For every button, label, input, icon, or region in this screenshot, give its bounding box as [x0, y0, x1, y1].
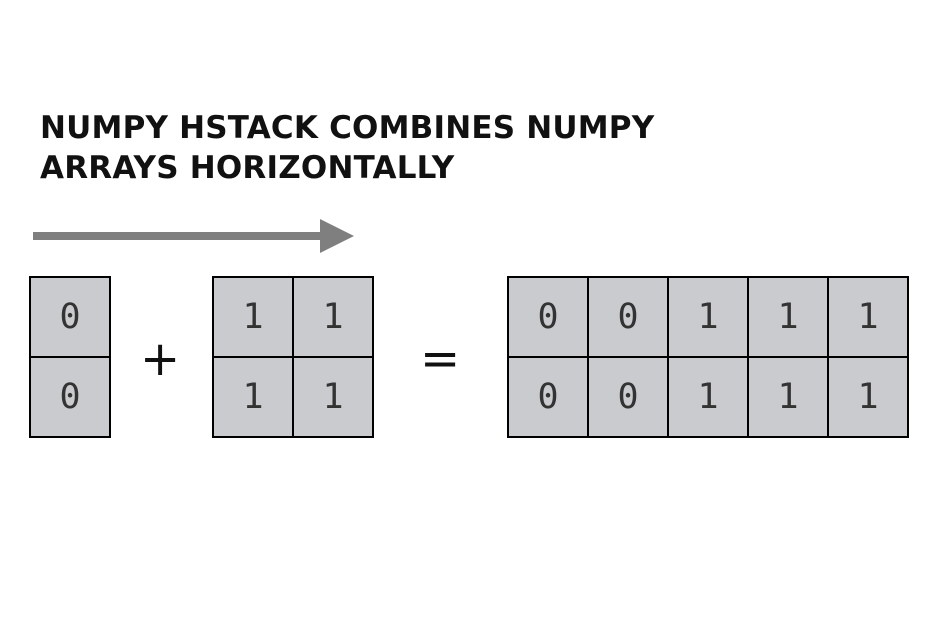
result-array-cell: 0	[509, 278, 587, 356]
title-line-1: NUMPY HSTACK COMBINES NUMPY	[40, 110, 655, 146]
page-title: NUMPY HSTACK COMBINES NUMPY ARRAYS HORIZ…	[40, 108, 740, 188]
result-array-cell: 0	[589, 278, 667, 356]
title-line-2: ARRAYS HORIZONTALLY	[40, 150, 455, 186]
result-array-cell: 1	[749, 358, 827, 436]
equals-operator: =	[420, 331, 461, 387]
result-array-cell: 0	[509, 358, 587, 436]
plus-operator: +	[140, 331, 181, 387]
arrow-shaft	[33, 232, 323, 240]
array-a: 0 0	[29, 276, 111, 438]
arrow-head	[320, 219, 354, 253]
result-array-cell: 1	[749, 278, 827, 356]
result-array-cell: 1	[669, 278, 747, 356]
array-b-cell: 1	[294, 278, 372, 356]
array-a-cell: 0	[31, 278, 109, 356]
horizontal-arrow-icon	[33, 219, 354, 253]
result-array-cell: 1	[829, 278, 907, 356]
array-b-cell: 1	[214, 358, 292, 436]
result-array: 0 0 1 1 1 0 0 1 1 1	[507, 276, 909, 438]
result-array-cell: 0	[589, 358, 667, 436]
array-b: 1 1 1 1	[212, 276, 374, 438]
array-b-cell: 1	[294, 358, 372, 436]
array-b-cell: 1	[214, 278, 292, 356]
array-a-cell: 0	[31, 358, 109, 436]
result-array-cell: 1	[669, 358, 747, 436]
result-array-cell: 1	[829, 358, 907, 436]
